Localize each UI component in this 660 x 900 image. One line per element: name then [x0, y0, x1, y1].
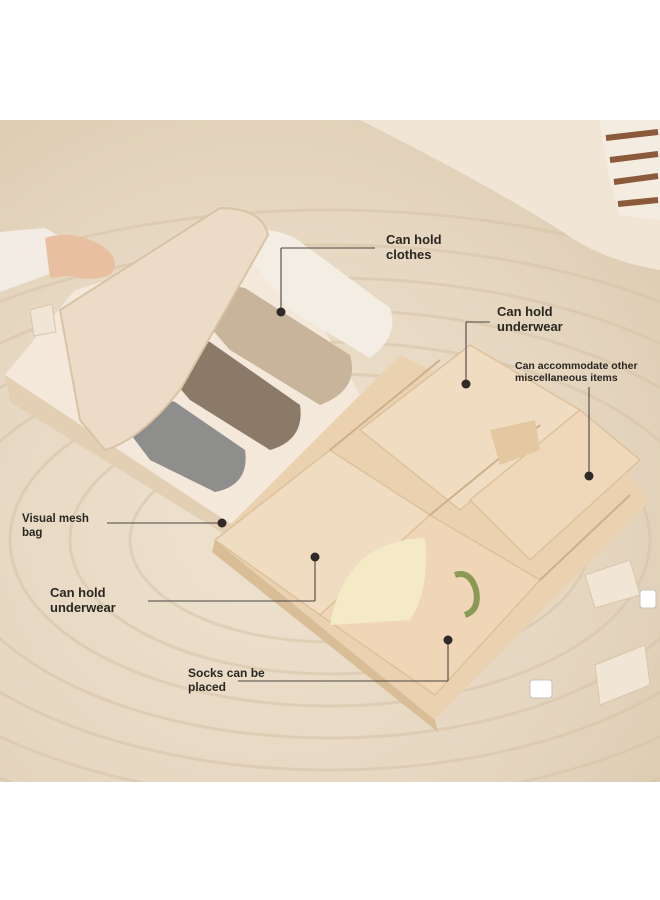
callout-clothes-line1: Can hold: [386, 232, 442, 247]
right-pocket: [468, 409, 642, 562]
callout-misc-label: Can accommodate other miscellaneous item…: [515, 360, 638, 385]
callout-underwear-bottom-line2: underwear: [50, 600, 116, 616]
callout-misc-line1: Can accommodate other: [515, 360, 638, 372]
callout-socks-line1: Socks can be: [188, 666, 265, 680]
callout-underwear-top-line1: Can hold: [497, 304, 553, 319]
callout-clothes-connector: [276, 247, 375, 317]
callout-misc-connector: [584, 387, 594, 481]
bra-cup: [330, 538, 426, 625]
hand: [0, 228, 115, 292]
callout-misc-line2: miscellaneous items: [515, 372, 618, 385]
callout-clothes-label: Can hold clothes: [386, 232, 442, 263]
callout-underwear-bottom-label: Can hold underwear: [50, 585, 116, 616]
callout-socks-connector: [238, 635, 453, 682]
callout-mesh-connector: [107, 518, 227, 528]
photo-illustration: [0, 120, 660, 782]
buckles: [529, 589, 657, 699]
callout-underwear-top-connector: [461, 321, 490, 389]
callout-mesh-line2: bag: [22, 526, 43, 539]
callout-underwear-top-line2: underwear: [497, 319, 563, 335]
callout-socks-label: Socks can be placed: [188, 666, 265, 694]
lid-flap: [58, 206, 270, 452]
straps: [29, 303, 651, 706]
callout-underwear-bottom-line1: Can hold: [50, 585, 106, 600]
callout-clothes-line2: clothes: [386, 247, 432, 263]
organizer-right: [212, 344, 650, 732]
callout-socks-line2: placed: [188, 680, 227, 695]
pillow: [360, 120, 660, 270]
callout-underwear-top-label: Can hold underwear: [497, 304, 563, 335]
striped-towel: [600, 120, 660, 220]
product-photo: [0, 120, 660, 782]
callout-underwear-bottom-connector: [148, 552, 320, 602]
callout-mesh-line1: Visual mesh: [22, 513, 89, 525]
callout-mesh-label: Visual mesh bag: [22, 513, 89, 540]
